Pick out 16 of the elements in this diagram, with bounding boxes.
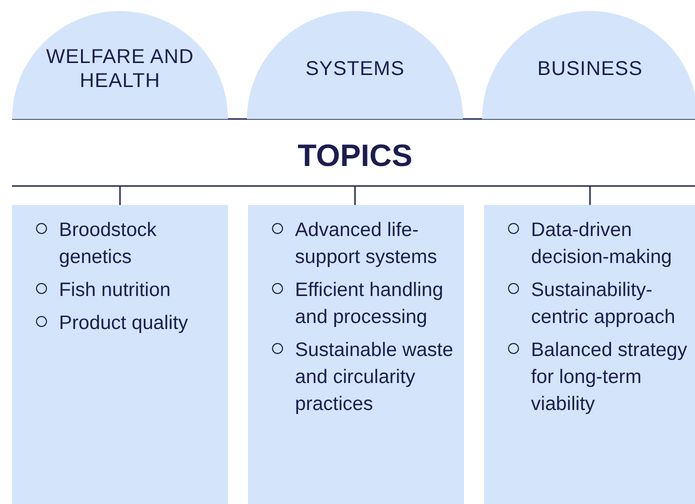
topic-text: Balanced strategy for long-term viability xyxy=(531,338,688,417)
heading: TOPICS xyxy=(296,138,414,174)
topic-text: Sustainable waste and circularity practices xyxy=(295,338,454,417)
topic-text: Efficient handling and processing xyxy=(295,278,444,330)
topic-card xyxy=(12,205,228,504)
topic-text: Broodstock genetics xyxy=(59,218,158,270)
topic-card xyxy=(484,205,695,504)
topic-text: Product quality xyxy=(59,311,189,336)
topic-card xyxy=(248,205,464,504)
topic-text: Advanced life-support systems xyxy=(295,218,438,270)
category-label: BUSINESS xyxy=(536,57,644,81)
category-label: WELFARE AND HEALTH xyxy=(45,45,195,93)
topic-text: Fish nutrition xyxy=(59,278,172,303)
topic-text: Sustainability-centric approach xyxy=(531,278,676,330)
category-label: SYSTEMS xyxy=(304,57,406,81)
topic-text: Data-driven decision-making xyxy=(531,218,673,270)
